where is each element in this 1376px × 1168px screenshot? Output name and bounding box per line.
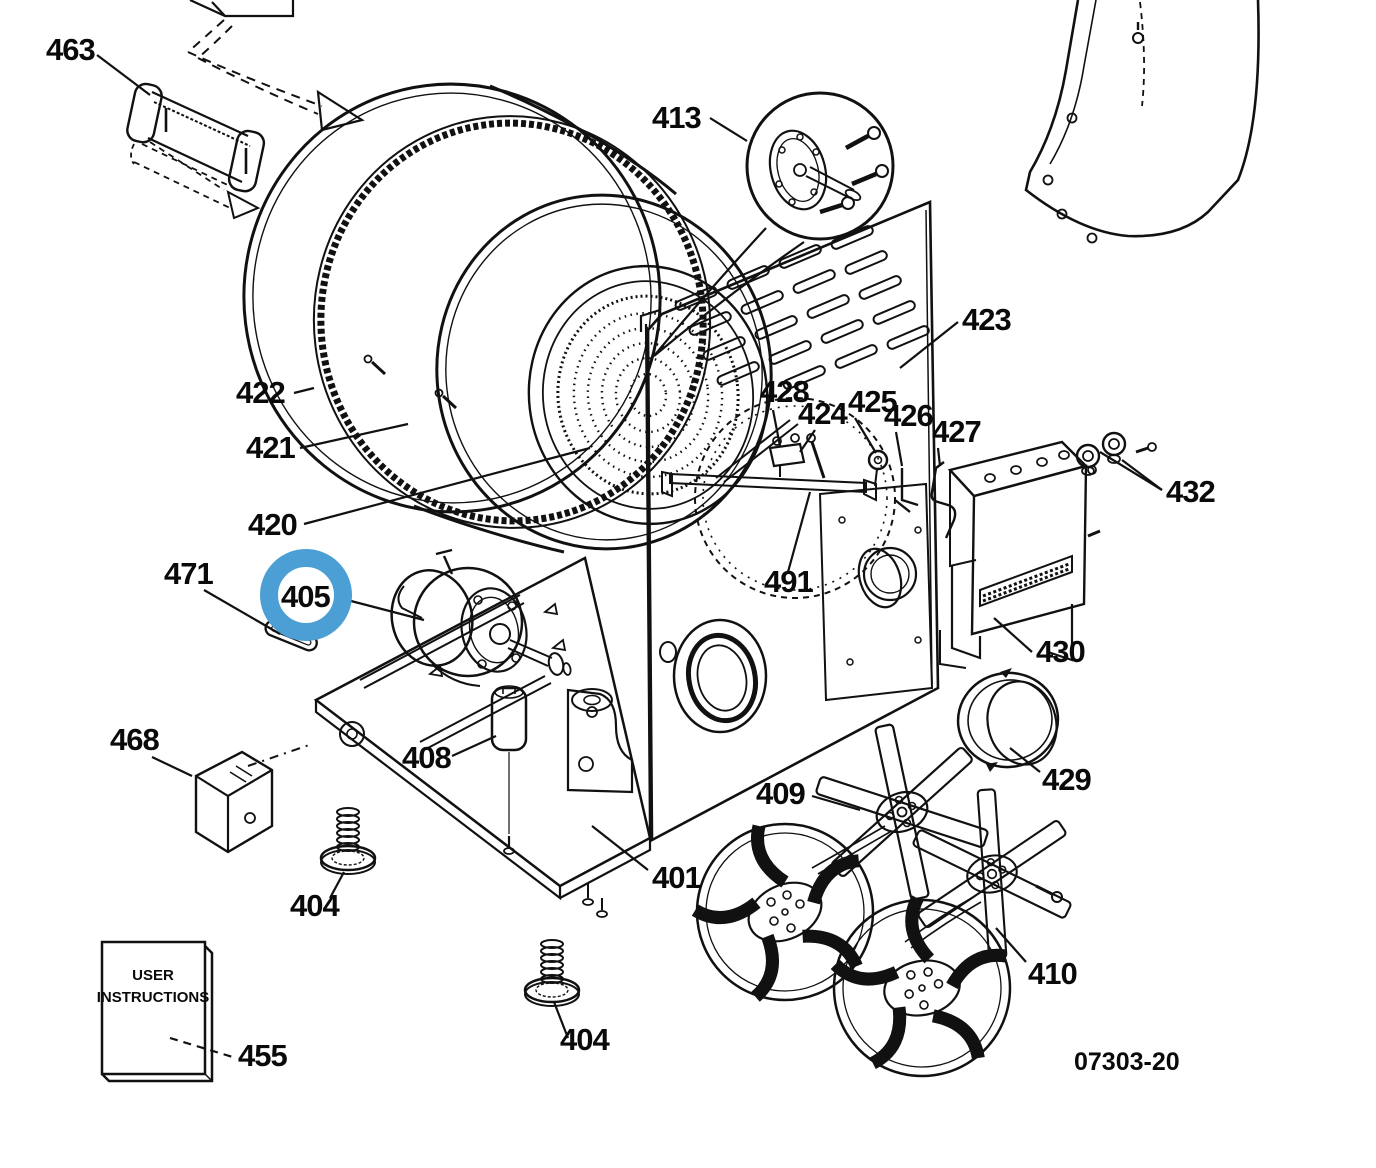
part-label-424[interactable]: 424 <box>798 396 849 431</box>
inner-duct-panel <box>818 482 934 702</box>
foot-screw-bottom <box>523 939 581 1007</box>
terminal-block <box>194 743 313 854</box>
impeller-front <box>814 722 990 902</box>
part-label-425[interactable]: 425 <box>848 384 898 419</box>
part-label-410[interactable]: 410 <box>1028 956 1078 991</box>
vent-duct <box>126 0 365 220</box>
arrowhead <box>316 89 365 132</box>
part-label-413[interactable]: 413 <box>652 100 702 135</box>
fan-assemblies <box>695 722 1088 1095</box>
part-label-423[interactable]: 423 <box>962 302 1012 337</box>
part-label-468[interactable]: 468 <box>110 722 160 757</box>
foot-screw-left <box>319 807 377 875</box>
part-label-427[interactable]: 427 <box>932 414 982 449</box>
leader-lines <box>96 54 1163 1060</box>
part-label-432[interactable]: 432 <box>1166 474 1216 509</box>
dryer-drum <box>242 82 773 839</box>
part-label-428[interactable]: 428 <box>760 374 810 409</box>
part-label-405[interactable]: 405 <box>281 579 331 614</box>
base-plate <box>313 556 652 918</box>
highlight-ring-core <box>278 567 334 623</box>
part-label-421[interactable]: 421 <box>246 430 296 465</box>
part-label-471[interactable]: 471 <box>164 556 214 591</box>
drawing-number: 07303-20 <box>1074 1048 1180 1076</box>
part-label-408[interactable]: 408 <box>402 740 452 775</box>
part-label-404-bottom[interactable]: 404 <box>560 1022 611 1057</box>
shaft-callout-balloon <box>653 91 895 357</box>
grommet-pair-432 <box>1075 431 1157 476</box>
part-label-455[interactable]: 455 <box>238 1038 288 1073</box>
part-label-401[interactable]: 401 <box>652 860 702 895</box>
drive-motor <box>390 548 572 687</box>
part-label-463[interactable]: 463 <box>46 32 96 67</box>
part-label-491[interactable]: 491 <box>764 564 814 599</box>
booklet-title-line2: INSTRUCTIONS <box>97 989 210 1006</box>
part-label-409[interactable]: 409 <box>756 776 806 811</box>
part-label-420[interactable]: 420 <box>248 507 298 542</box>
arrowhead <box>226 190 261 220</box>
capacitor <box>490 685 528 855</box>
part-label-429[interactable]: 429 <box>1042 762 1092 797</box>
part-label-426[interactable]: 426 <box>884 398 934 433</box>
user-instructions-booklet: USER INSTRUCTIONS <box>97 940 214 1083</box>
part-labels: 463 413 423 422 421 420 428 424 425 426 … <box>46 32 1216 1073</box>
part-label-404-left[interactable]: 404 <box>290 888 341 923</box>
rear-panel <box>646 200 940 843</box>
part-label-430[interactable]: 430 <box>1036 634 1086 669</box>
booklet-title-line1: USER <box>132 967 174 984</box>
part-label-422[interactable]: 422 <box>236 375 286 410</box>
blower-housing-cover <box>1024 0 1260 244</box>
blower-wheel-rear <box>813 881 1029 1095</box>
highlight-ring <box>260 549 352 641</box>
duct-ring <box>956 668 1060 772</box>
